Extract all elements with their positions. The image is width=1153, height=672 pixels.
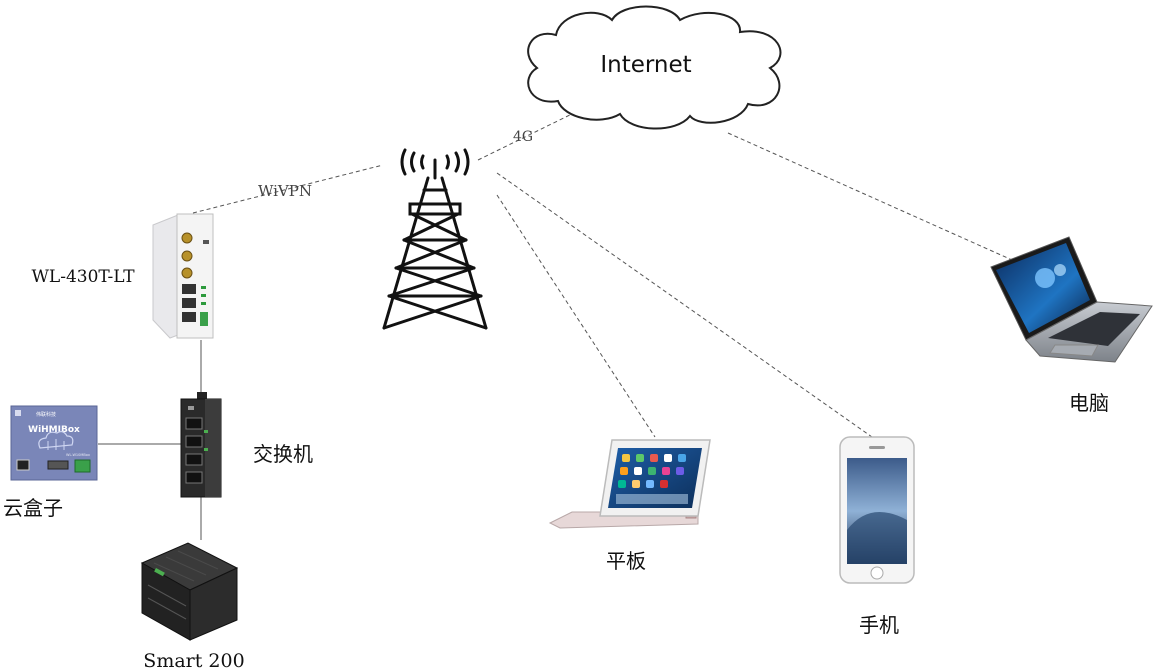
- cloudbox-label: 云盒子: [3, 496, 63, 520]
- router-device: [152, 213, 214, 339]
- link-label-wivpn: WiVPN: [258, 182, 312, 200]
- phone-label: 手机: [859, 613, 899, 637]
- switch-label: 交换机: [253, 442, 313, 466]
- link-label-4g: 4G: [513, 129, 533, 145]
- cloud-icon: [527, 5, 782, 130]
- router-label: WL-430T-LT: [31, 267, 135, 287]
- cloudbox-model: WiHMIBox: [28, 425, 80, 435]
- link-tower-phone: [496, 172, 873, 438]
- link-tower-tablet: [496, 194, 656, 438]
- switch-device: [180, 392, 222, 498]
- plc-label: Smart 200: [143, 650, 244, 672]
- cloudbox-sub: WL-W10MBox: [66, 453, 90, 457]
- tablet-app-icons: [616, 454, 688, 504]
- phone-device: [839, 436, 915, 584]
- tablet-device: [548, 439, 711, 529]
- internet-cloud: Internet: [527, 5, 782, 130]
- cloudbox-cloud-icon: [38, 430, 74, 449]
- link-router-tower: [192, 164, 384, 214]
- cloudbox-device: 伟联科技 WiHMIBox WL-W10MBox: [10, 405, 98, 481]
- laptop-device: [990, 236, 1153, 363]
- link-tower-internet: [477, 109, 581, 161]
- plc-device: [140, 542, 239, 641]
- link-internet-laptop: [727, 132, 1031, 269]
- laptop-label: 电脑: [1069, 391, 1109, 415]
- cloudbox-brand: 伟联科技: [36, 411, 56, 418]
- cloud-label: Internet: [600, 52, 691, 78]
- connection-lines: [98, 109, 1031, 540]
- cell-tower-icon: [382, 148, 488, 330]
- tablet-label: 平板: [606, 549, 646, 573]
